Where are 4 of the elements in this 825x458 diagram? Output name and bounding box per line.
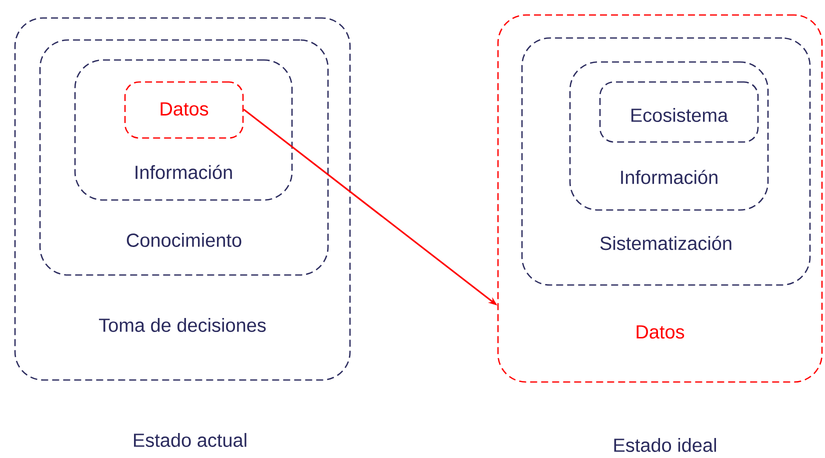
node-label: Estado ideal	[614, 438, 716, 452]
node-label: Estado actual	[134, 433, 246, 447]
dashed-box: Datos	[124, 81, 244, 139]
dashed-box: Ecosistema	[599, 81, 759, 143]
